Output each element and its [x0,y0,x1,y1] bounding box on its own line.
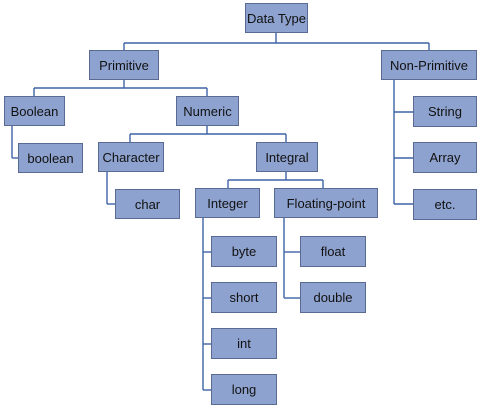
node-boolean: Boolean [4,96,65,126]
node-short: short [211,282,277,313]
node-data-type: Data Type [245,3,308,33]
node-floating-point: Floating-point [274,188,378,218]
node-int: int [211,328,277,359]
node-integral: Integral [256,142,318,172]
node-byte: byte [211,236,277,267]
node-numeric: Numeric [176,96,239,126]
node-char-type: char [115,189,180,219]
node-boolean-type: boolean [18,143,83,173]
node-integer: Integer [195,188,260,218]
node-long: long [211,374,277,405]
node-string: String [413,96,477,127]
node-float: float [300,236,366,267]
node-character: Character [98,142,164,172]
node-double: double [300,282,366,313]
node-primitive: Primitive [89,50,159,80]
node-non-primitive: Non-Primitive [381,50,477,80]
node-etc: etc. [413,189,477,220]
node-array: Array [413,142,477,173]
